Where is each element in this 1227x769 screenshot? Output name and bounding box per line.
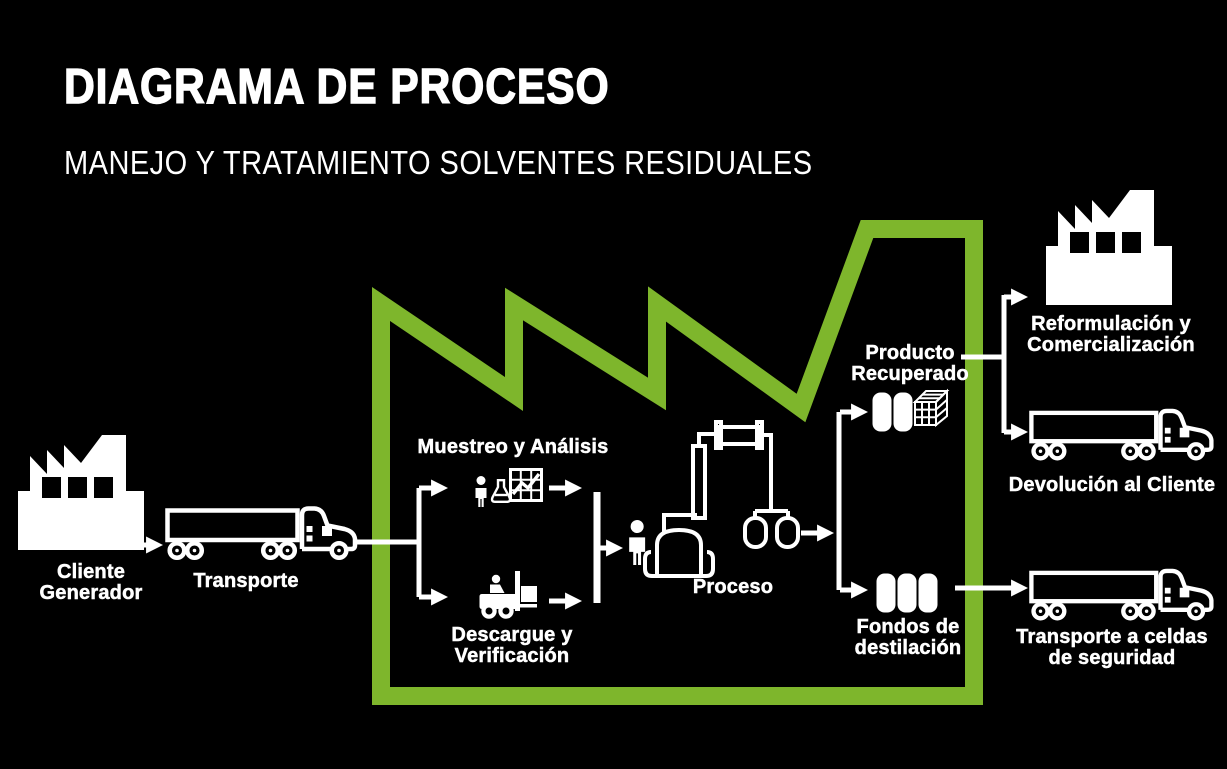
label-devolucion-cliente: Devolución al Cliente bbox=[1008, 474, 1216, 496]
label-descargue-verificacion: Descargue y Verificación bbox=[451, 624, 573, 667]
label-transporte: Transporte bbox=[193, 570, 299, 592]
security-cells-truck-icon bbox=[1031, 571, 1211, 618]
operator-person-icon bbox=[629, 520, 646, 565]
page-subtitle: MANEJO Y TRATAMIENTO SOLVENTES RESIDUALE… bbox=[64, 144, 813, 181]
sampling-person-icon bbox=[475, 476, 487, 507]
reformulation-factory-icon bbox=[1046, 190, 1172, 305]
label-cliente-generador: Cliente Generador bbox=[39, 561, 143, 604]
forklift-icon bbox=[480, 571, 538, 617]
page-title: DIAGRAMA DE PROCESO bbox=[63, 60, 610, 114]
treatment-plant-outline bbox=[372, 220, 983, 705]
label-muestreo-analisis: Muestreo y Análisis bbox=[417, 436, 609, 458]
recovered-product-drums-icon bbox=[872, 392, 913, 432]
label-proceso: Proceso bbox=[692, 576, 774, 598]
analysis-chart-icon bbox=[508, 467, 544, 503]
return-truck-icon bbox=[1031, 411, 1211, 458]
flask-icon bbox=[490, 479, 512, 503]
label-reformulacion-comercializacion: Reformulación y Comercialización bbox=[1027, 313, 1195, 356]
distillation-bottoms-drums-icon bbox=[876, 573, 938, 613]
distillation-equipment-icon bbox=[629, 420, 800, 578]
label-transporte-celdas: Transporte a celdas de seguridad bbox=[1016, 626, 1208, 669]
flow-arrows bbox=[140, 288, 1029, 610]
transport-truck-icon bbox=[168, 509, 356, 558]
label-fondos-destilacion: Fondos de destilación bbox=[854, 616, 962, 659]
label-producto-recuperado: Producto Recuperado bbox=[851, 342, 969, 385]
generator-factory-icon bbox=[18, 435, 144, 550]
tote-cube-icon bbox=[914, 390, 948, 426]
